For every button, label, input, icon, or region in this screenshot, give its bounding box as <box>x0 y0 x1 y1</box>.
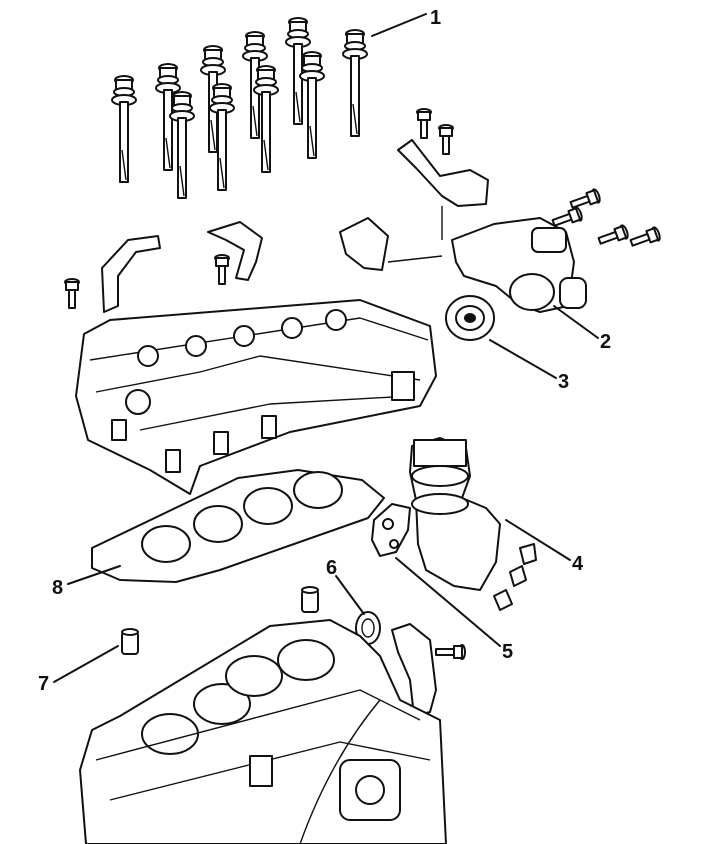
callout-leaders <box>53 13 599 683</box>
callout-5: 5 <box>502 641 513 663</box>
callout-6: 6 <box>326 557 337 579</box>
water-pipe <box>391 623 466 717</box>
egr-valve <box>409 437 537 611</box>
callout-4: 4 <box>572 553 584 575</box>
cylinder-head <box>75 299 437 495</box>
callout-7: 7 <box>38 673 49 695</box>
egr-gasket <box>371 503 411 557</box>
water-outlet-housing <box>451 187 663 313</box>
callout-3: 3 <box>558 371 569 393</box>
callout-2: 2 <box>600 331 611 353</box>
callout-labels: 1 2 3 4 5 6 7 8 <box>38 7 611 695</box>
dowel-pins <box>121 586 319 655</box>
engine-block <box>79 619 447 844</box>
callout-8: 8 <box>52 577 63 599</box>
engine-brackets <box>64 108 489 313</box>
cylinder-head-gasket <box>91 469 385 583</box>
thermostat <box>445 295 495 341</box>
callout-1: 1 <box>430 7 441 29</box>
cylinder-head-bolts <box>111 17 368 199</box>
